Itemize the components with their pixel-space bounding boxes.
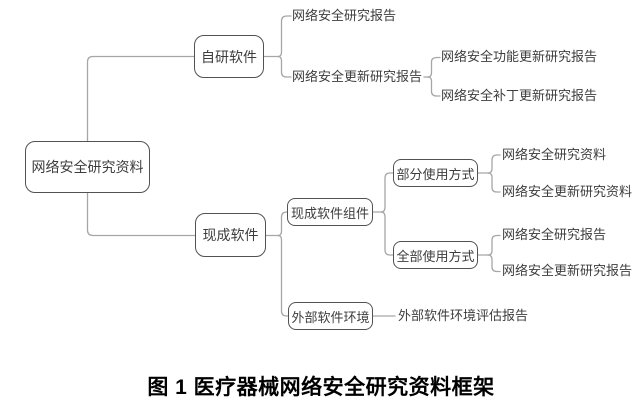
leaf-security-research-report: 网络安全研究报告: [292, 8, 397, 23]
leaf-full-security-research-report: 网络安全研究报告: [502, 227, 607, 242]
leaf-patch-update-research-report: 网络安全补丁更新研究报告: [441, 88, 598, 103]
node-external-software-environment: 外部软件环境: [288, 302, 373, 330]
node-partial-use-mode: 部分使用方式: [393, 159, 478, 187]
node-self-developed-software: 自研软件: [194, 35, 264, 78]
node-root: 网络安全研究资料: [25, 141, 150, 193]
leaf-function-update-research-report: 网络安全功能更新研究报告: [441, 49, 598, 64]
leaf-security-update-research-report: 网络安全更新研究报告: [292, 69, 423, 84]
leaf-full-security-update-research-report: 网络安全更新研究报告: [502, 263, 633, 278]
node-off-the-shelf-software: 现成软件: [195, 213, 266, 257]
node-ots-software-components: 现成软件组件: [287, 198, 373, 226]
leaf-partial-security-update-research-materials: 网络安全更新研究资料: [502, 184, 633, 199]
leaf-external-environment-assessment-report: 外部软件环境评估报告: [398, 308, 529, 323]
figure-caption: 图 1 医疗器械网络安全研究资料框架: [147, 376, 495, 399]
node-full-use-mode: 全部使用方式: [393, 241, 478, 269]
leaf-partial-security-research-materials: 网络安全研究资料: [502, 147, 607, 162]
